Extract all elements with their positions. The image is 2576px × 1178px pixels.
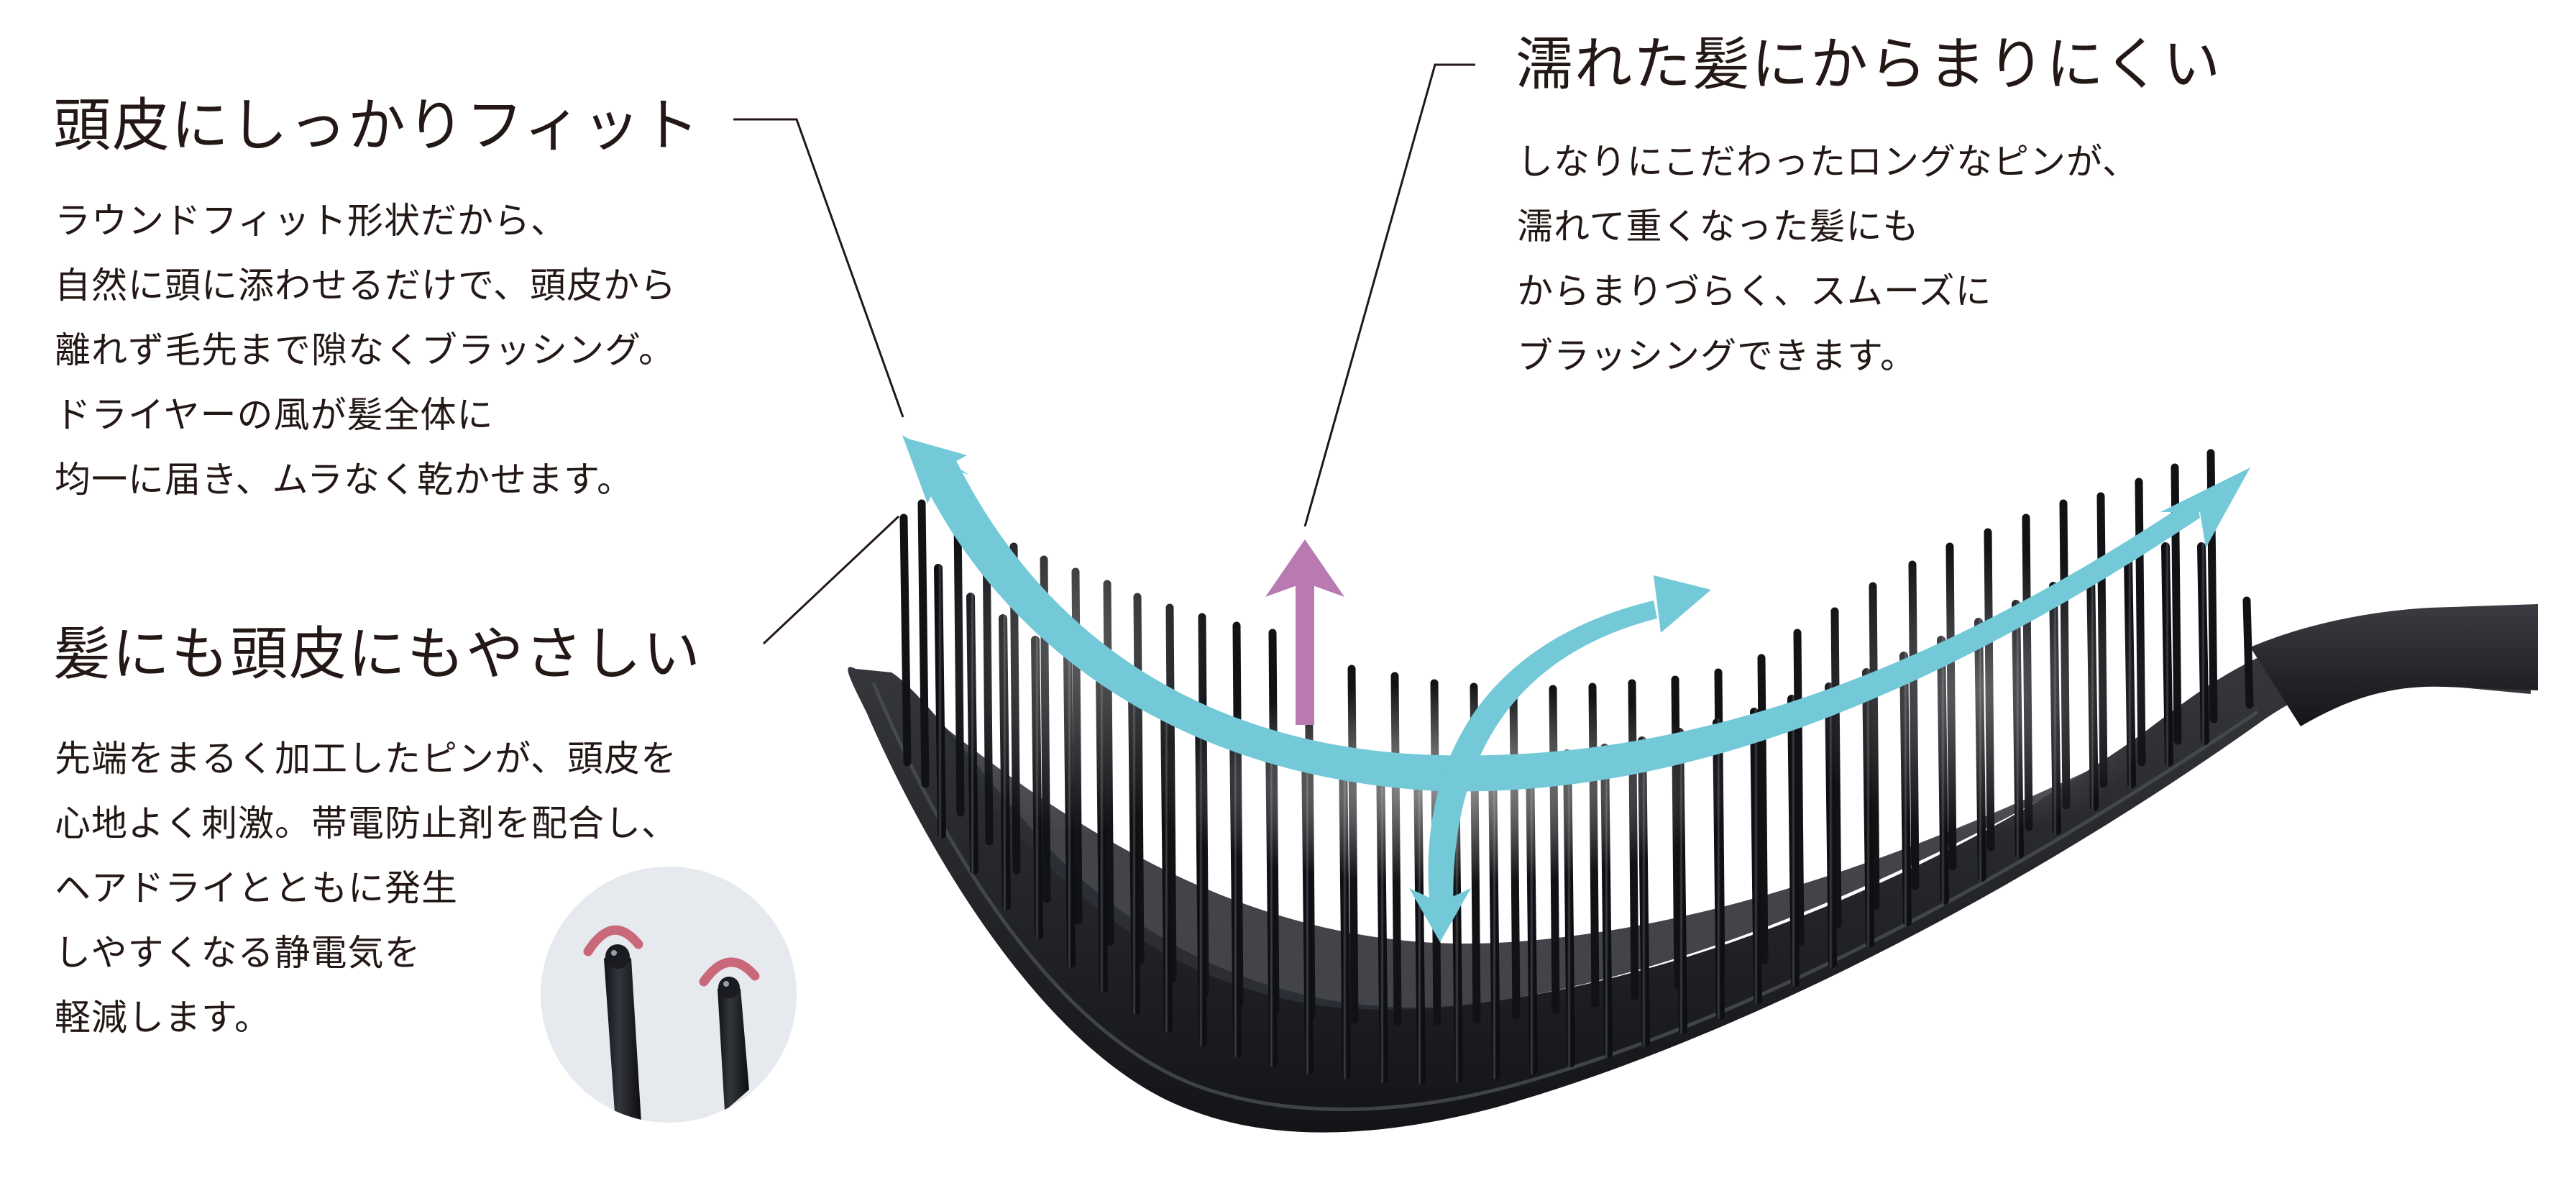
feature-heading-scalp-fit: 頭皮にしっかりフィット xyxy=(53,92,701,159)
leader-line-gentle xyxy=(762,515,900,645)
pin-icon xyxy=(718,977,749,1111)
static-arc-icon xyxy=(583,925,643,956)
feature-body-line: しやすくなる静電気を xyxy=(55,932,421,974)
feature-body-line: 自然に頭に添わせるだけで、頭皮から xyxy=(55,265,677,306)
feature-body-line: 軽減します。 xyxy=(55,997,271,1038)
up-arrow-icon xyxy=(1265,539,1344,725)
feature-body-line: ヘアドライとともに発生 xyxy=(55,867,458,909)
feature-body-line: 濡れて重くなった髪にも xyxy=(1517,206,1920,247)
leader-line-scalp-fit xyxy=(733,118,904,418)
feature-body-line: ラウンドフィット形状だから、 xyxy=(55,200,567,242)
feature-body-wet-hair: しなりにこだわったロングなピンが、 濡れて重くなった髪にも からまりづらく、スム… xyxy=(1517,129,2139,388)
feature-body-line: 先端をまるく加工したピンが、頭皮を xyxy=(55,738,677,780)
feature-body-scalp-fit: ラウンドフィット形状だから、 自然に頭に添わせるだけで、頭皮から 離れず毛先まで… xyxy=(55,188,677,512)
leader-lines xyxy=(733,63,1475,645)
feature-body-gentle: 先端をまるく加工したピンが、頭皮を 心地よく刺激。帯電防止剤を配合し、 ヘアドラ… xyxy=(55,726,678,1050)
pin-tip-inset xyxy=(541,867,797,1123)
feature-body-line: 離れず毛先まで隙なくブラッシング。 xyxy=(55,329,675,371)
static-arc-icon xyxy=(699,957,760,987)
pin-icon xyxy=(604,944,641,1123)
curved-arrow-icon xyxy=(902,435,2250,792)
feature-heading-gentle: 髪にも頭皮にもやさしい xyxy=(53,621,702,688)
feature-body-line: ドライヤーの風が髪全体に xyxy=(55,394,494,436)
feature-body-line: ブラッシングできます。 xyxy=(1517,335,1917,377)
feature-body-line: 均一に届き、ムラなく乾かせます。 xyxy=(55,459,633,501)
feature-body-line: からまりづらく、スムーズに xyxy=(1517,270,1992,312)
feature-heading-wet-hair: 濡れた髪にからまりにくい xyxy=(1516,31,2222,98)
feature-body-line: しなりにこだわったロングなピンが、 xyxy=(1517,141,2139,183)
circulation-arrow-icon xyxy=(1409,575,1711,942)
feature-body-line: 心地よく刺激。帯電防止剤を配合し、 xyxy=(55,803,678,844)
leader-line-wet-hair xyxy=(1303,63,1475,527)
